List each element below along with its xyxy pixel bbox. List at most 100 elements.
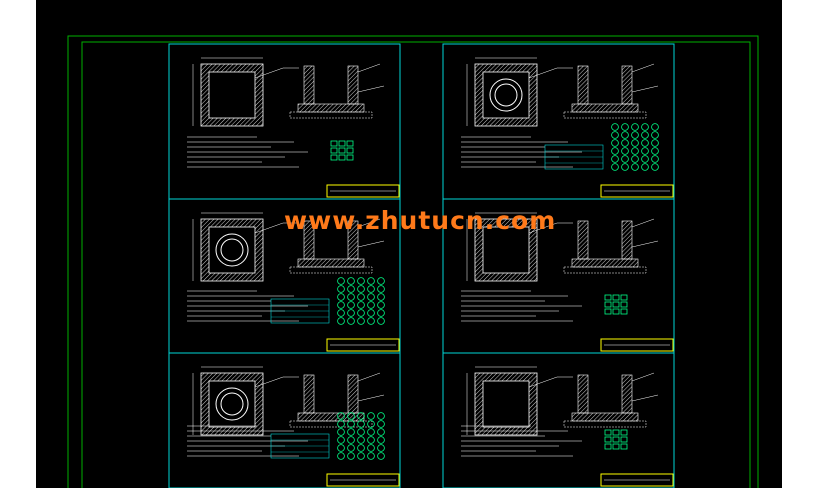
rebar-cell — [346, 154, 354, 161]
rebar-cell — [346, 140, 354, 147]
leader-line — [528, 376, 558, 388]
rebar-cell — [631, 147, 639, 155]
manhole-inner-ring — [220, 238, 244, 262]
rebar-cell — [620, 436, 628, 443]
rebar-cell — [611, 139, 619, 147]
leader-line — [528, 222, 558, 234]
rebar-cell — [612, 308, 620, 315]
rebar-cell — [604, 443, 612, 450]
section-wall-right — [621, 65, 633, 105]
rebar-cell — [604, 436, 612, 443]
rebar-cell — [620, 301, 628, 308]
section-gravel — [289, 266, 373, 274]
sheet-5 — [168, 352, 401, 488]
rebar-cell — [377, 277, 385, 285]
rebar-cell — [377, 412, 385, 420]
plan-opening — [482, 380, 530, 428]
rebar-cell — [347, 452, 355, 460]
rebar-cell — [651, 123, 659, 131]
rebar-cell — [651, 163, 659, 171]
section-base — [571, 258, 639, 268]
rebar-cell — [357, 428, 365, 436]
section-gravel — [563, 420, 647, 428]
rebar-cell — [338, 154, 346, 161]
section-wall-left — [577, 220, 589, 260]
rebar-cell — [337, 412, 345, 420]
rebar-cell — [357, 317, 365, 325]
leader-line — [528, 67, 558, 79]
rebar-cell — [347, 293, 355, 301]
watermark-text: www.zhutucn.com — [284, 206, 557, 235]
rebar-cell — [346, 147, 354, 154]
manhole-outer-ring — [215, 387, 249, 421]
rebar-cell — [337, 436, 345, 444]
rebar-cell — [337, 317, 345, 325]
rebar-cell — [357, 285, 365, 293]
leader-line — [631, 218, 655, 228]
sheet-3 — [168, 198, 401, 354]
rebar-cell — [337, 301, 345, 309]
leader-line — [254, 222, 284, 234]
right-margin — [782, 0, 818, 488]
rebar-cell — [347, 301, 355, 309]
leader-line — [357, 394, 385, 402]
rebar-cell — [367, 452, 375, 460]
sheet-border — [442, 352, 675, 488]
rebar-cell — [631, 163, 639, 171]
leader-line — [631, 63, 655, 73]
manhole-outer-ring — [215, 233, 249, 267]
rebar-cell — [377, 293, 385, 301]
rebar-cell — [620, 443, 628, 450]
rebar-cell — [367, 317, 375, 325]
rebar-cell — [611, 147, 619, 155]
rebar-cell — [631, 139, 639, 147]
rebar-cell — [377, 452, 385, 460]
rebar-cell — [367, 293, 375, 301]
rebar-cell — [651, 131, 659, 139]
rebar-cell — [337, 277, 345, 285]
sheet-1 — [168, 43, 401, 200]
rebar-cell — [347, 317, 355, 325]
rebar-cell — [611, 123, 619, 131]
rebar-cell — [612, 443, 620, 450]
rebar-cell — [337, 293, 345, 301]
rebar-cell — [641, 147, 649, 155]
rebar-cell — [347, 309, 355, 317]
leader-line — [631, 240, 659, 248]
rebar-cell — [621, 123, 629, 131]
rebar-cell — [604, 429, 612, 436]
rebar-cell — [367, 277, 375, 285]
manhole-inner-ring — [494, 83, 518, 107]
rebar-cell — [347, 444, 355, 452]
rebar-cell — [377, 444, 385, 452]
rebar-cell — [612, 294, 620, 301]
rebar-cell — [330, 147, 338, 154]
section-base — [297, 258, 365, 268]
rebar-cell — [620, 429, 628, 436]
rebar-cell — [367, 428, 375, 436]
rebar-cell — [357, 412, 365, 420]
rebar-cell — [651, 139, 659, 147]
rebar-cell — [631, 123, 639, 131]
manhole-outer-ring — [489, 78, 523, 112]
rebar-cell — [357, 436, 365, 444]
rebar-cell — [604, 301, 612, 308]
title-block — [326, 473, 400, 487]
rebar-cell — [337, 309, 345, 317]
rebar-cell — [337, 285, 345, 293]
plan-opening — [208, 380, 256, 428]
manhole-inner-ring — [220, 392, 244, 416]
rebar-cell — [651, 155, 659, 163]
rebar-cell — [357, 293, 365, 301]
leader-line — [631, 85, 659, 93]
inner-frame — [81, 41, 751, 488]
rebar-cell — [641, 131, 649, 139]
rebar-cell — [337, 428, 345, 436]
section-gravel — [289, 111, 373, 119]
rebar-cell — [621, 131, 629, 139]
rebar-cell — [631, 131, 639, 139]
plan-opening — [208, 226, 256, 274]
rebar-cell — [631, 155, 639, 163]
